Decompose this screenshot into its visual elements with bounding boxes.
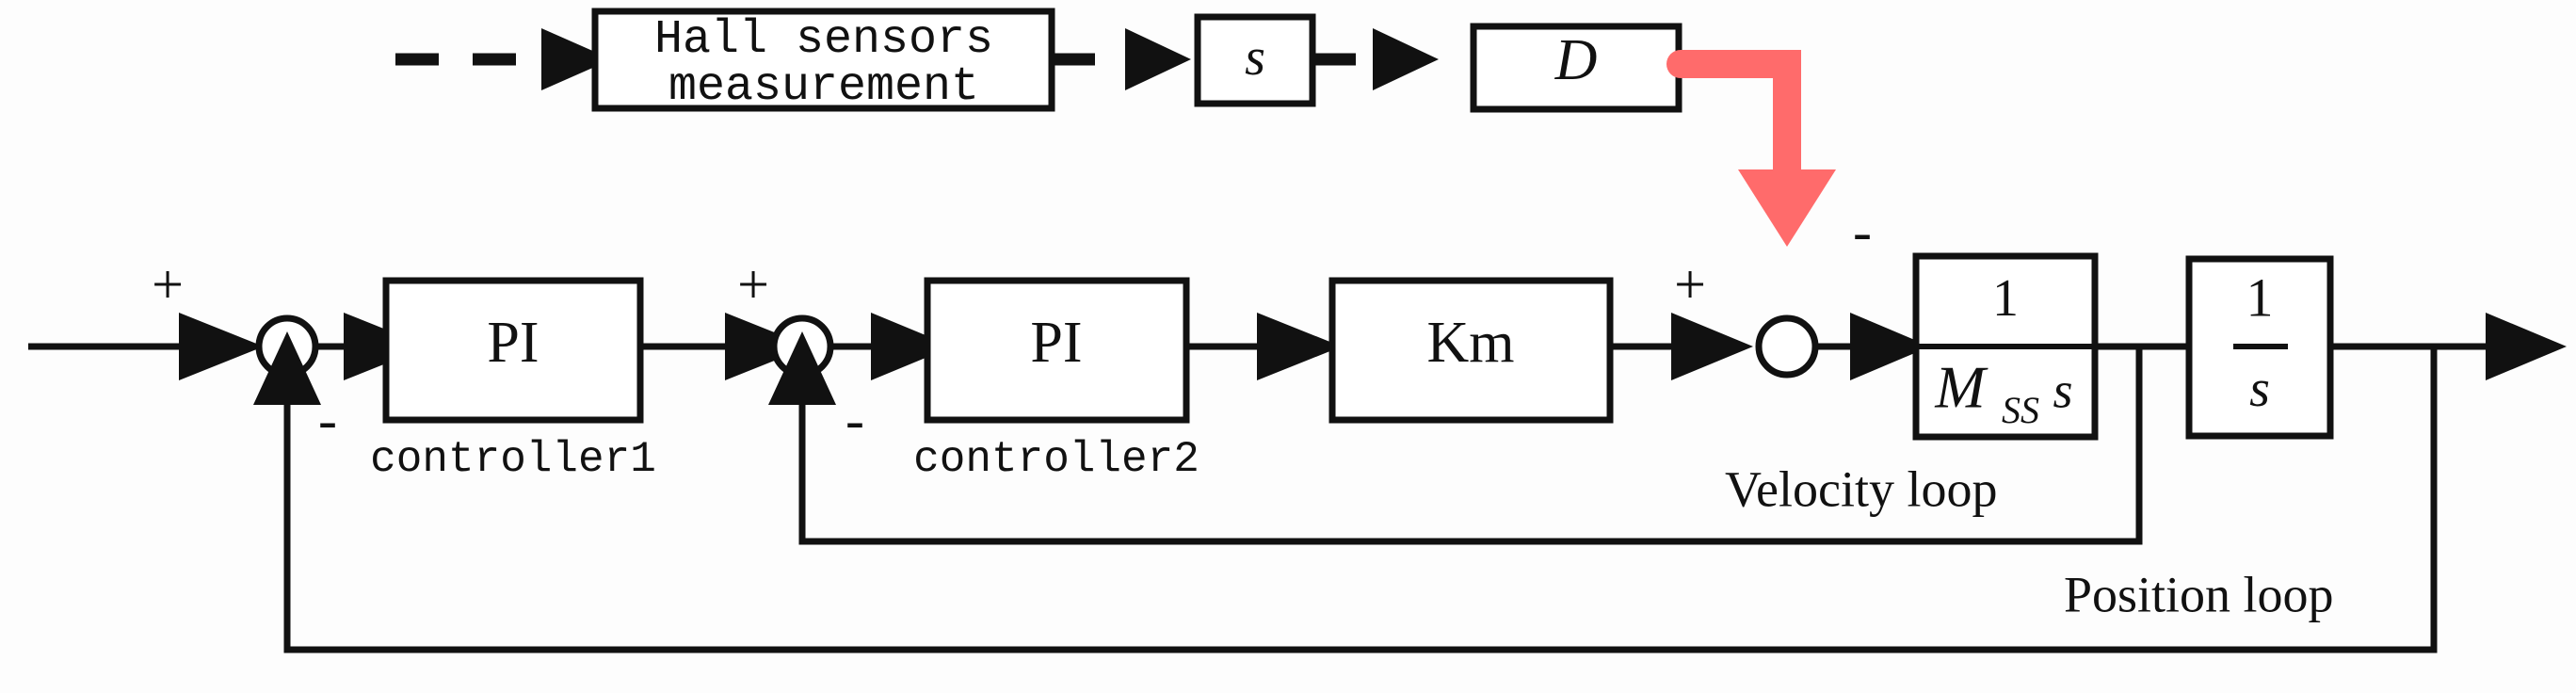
block-plant-denominator-tail: s — [2053, 362, 2072, 418]
sum1-plus-sign: + — [152, 253, 184, 315]
wire-km-to-sum3 — [1610, 313, 1753, 380]
wire-output — [2330, 313, 2567, 380]
sum-junction-3[interactable] — [1755, 314, 1819, 379]
block-hall-sensors-label-line1: Hall sensors — [654, 13, 993, 67]
block-integrator[interactable] — [2185, 255, 2334, 440]
red-damping-feedback-path — [1666, 50, 1836, 247]
block-pi-controller1[interactable] — [382, 277, 644, 424]
wire-sum2-to-pi2 — [830, 313, 953, 380]
wire-reference-input — [28, 313, 264, 380]
block-integrator-numerator: 1 — [2246, 266, 2274, 328]
wire-pi1-to-sum2 — [640, 313, 810, 380]
block-km-gain[interactable] — [1328, 277, 1614, 424]
position-loop-feedback — [253, 331, 2438, 653]
block-pi-controller1-label: PI — [487, 311, 539, 375]
sum3-minus-sign: - — [1853, 201, 1872, 263]
block-plant-denominator-main: M — [1934, 354, 1988, 421]
velocity-loop-feedback — [768, 331, 2143, 545]
sum1-minus-sign: - — [318, 389, 337, 451]
wire-sum3-to-plant — [1815, 313, 1930, 380]
block-pi-controller1-caption: controller1 — [370, 435, 656, 484]
block-pi-controller2[interactable] — [924, 277, 1190, 424]
dashed-input-arrow-hall — [395, 28, 612, 90]
block-s-derivative-label: s — [1245, 28, 1265, 87]
block-pi-controller2-label: PI — [1030, 311, 1082, 375]
block-integrator-denominator: s — [2249, 360, 2270, 418]
dashed-link-s-to-d — [1312, 28, 1439, 90]
block-d-damping[interactable] — [1470, 23, 1682, 113]
sum3-plus-sign: + — [1674, 253, 1706, 315]
sum2-minus-sign: - — [845, 389, 864, 451]
velocity-loop-label: Velocity loop — [1725, 460, 1997, 517]
wire-pi2-to-km — [1186, 313, 1342, 380]
block-d-damping-label: D — [1554, 28, 1598, 92]
block-pi-controller2-caption: controller2 — [913, 435, 1199, 484]
position-loop-label: Position loop — [2064, 566, 2334, 622]
block-hall-sensors-label-line2: measurement — [668, 60, 979, 114]
sum2-plus-sign: + — [737, 253, 769, 315]
block-km-gain-label: Km — [1427, 311, 1515, 375]
block-plant-numerator: 1 — [1992, 269, 2019, 328]
dashed-link-hall-to-s — [1052, 28, 1191, 90]
block-plant-denominator-subscript: SS — [2002, 389, 2039, 431]
